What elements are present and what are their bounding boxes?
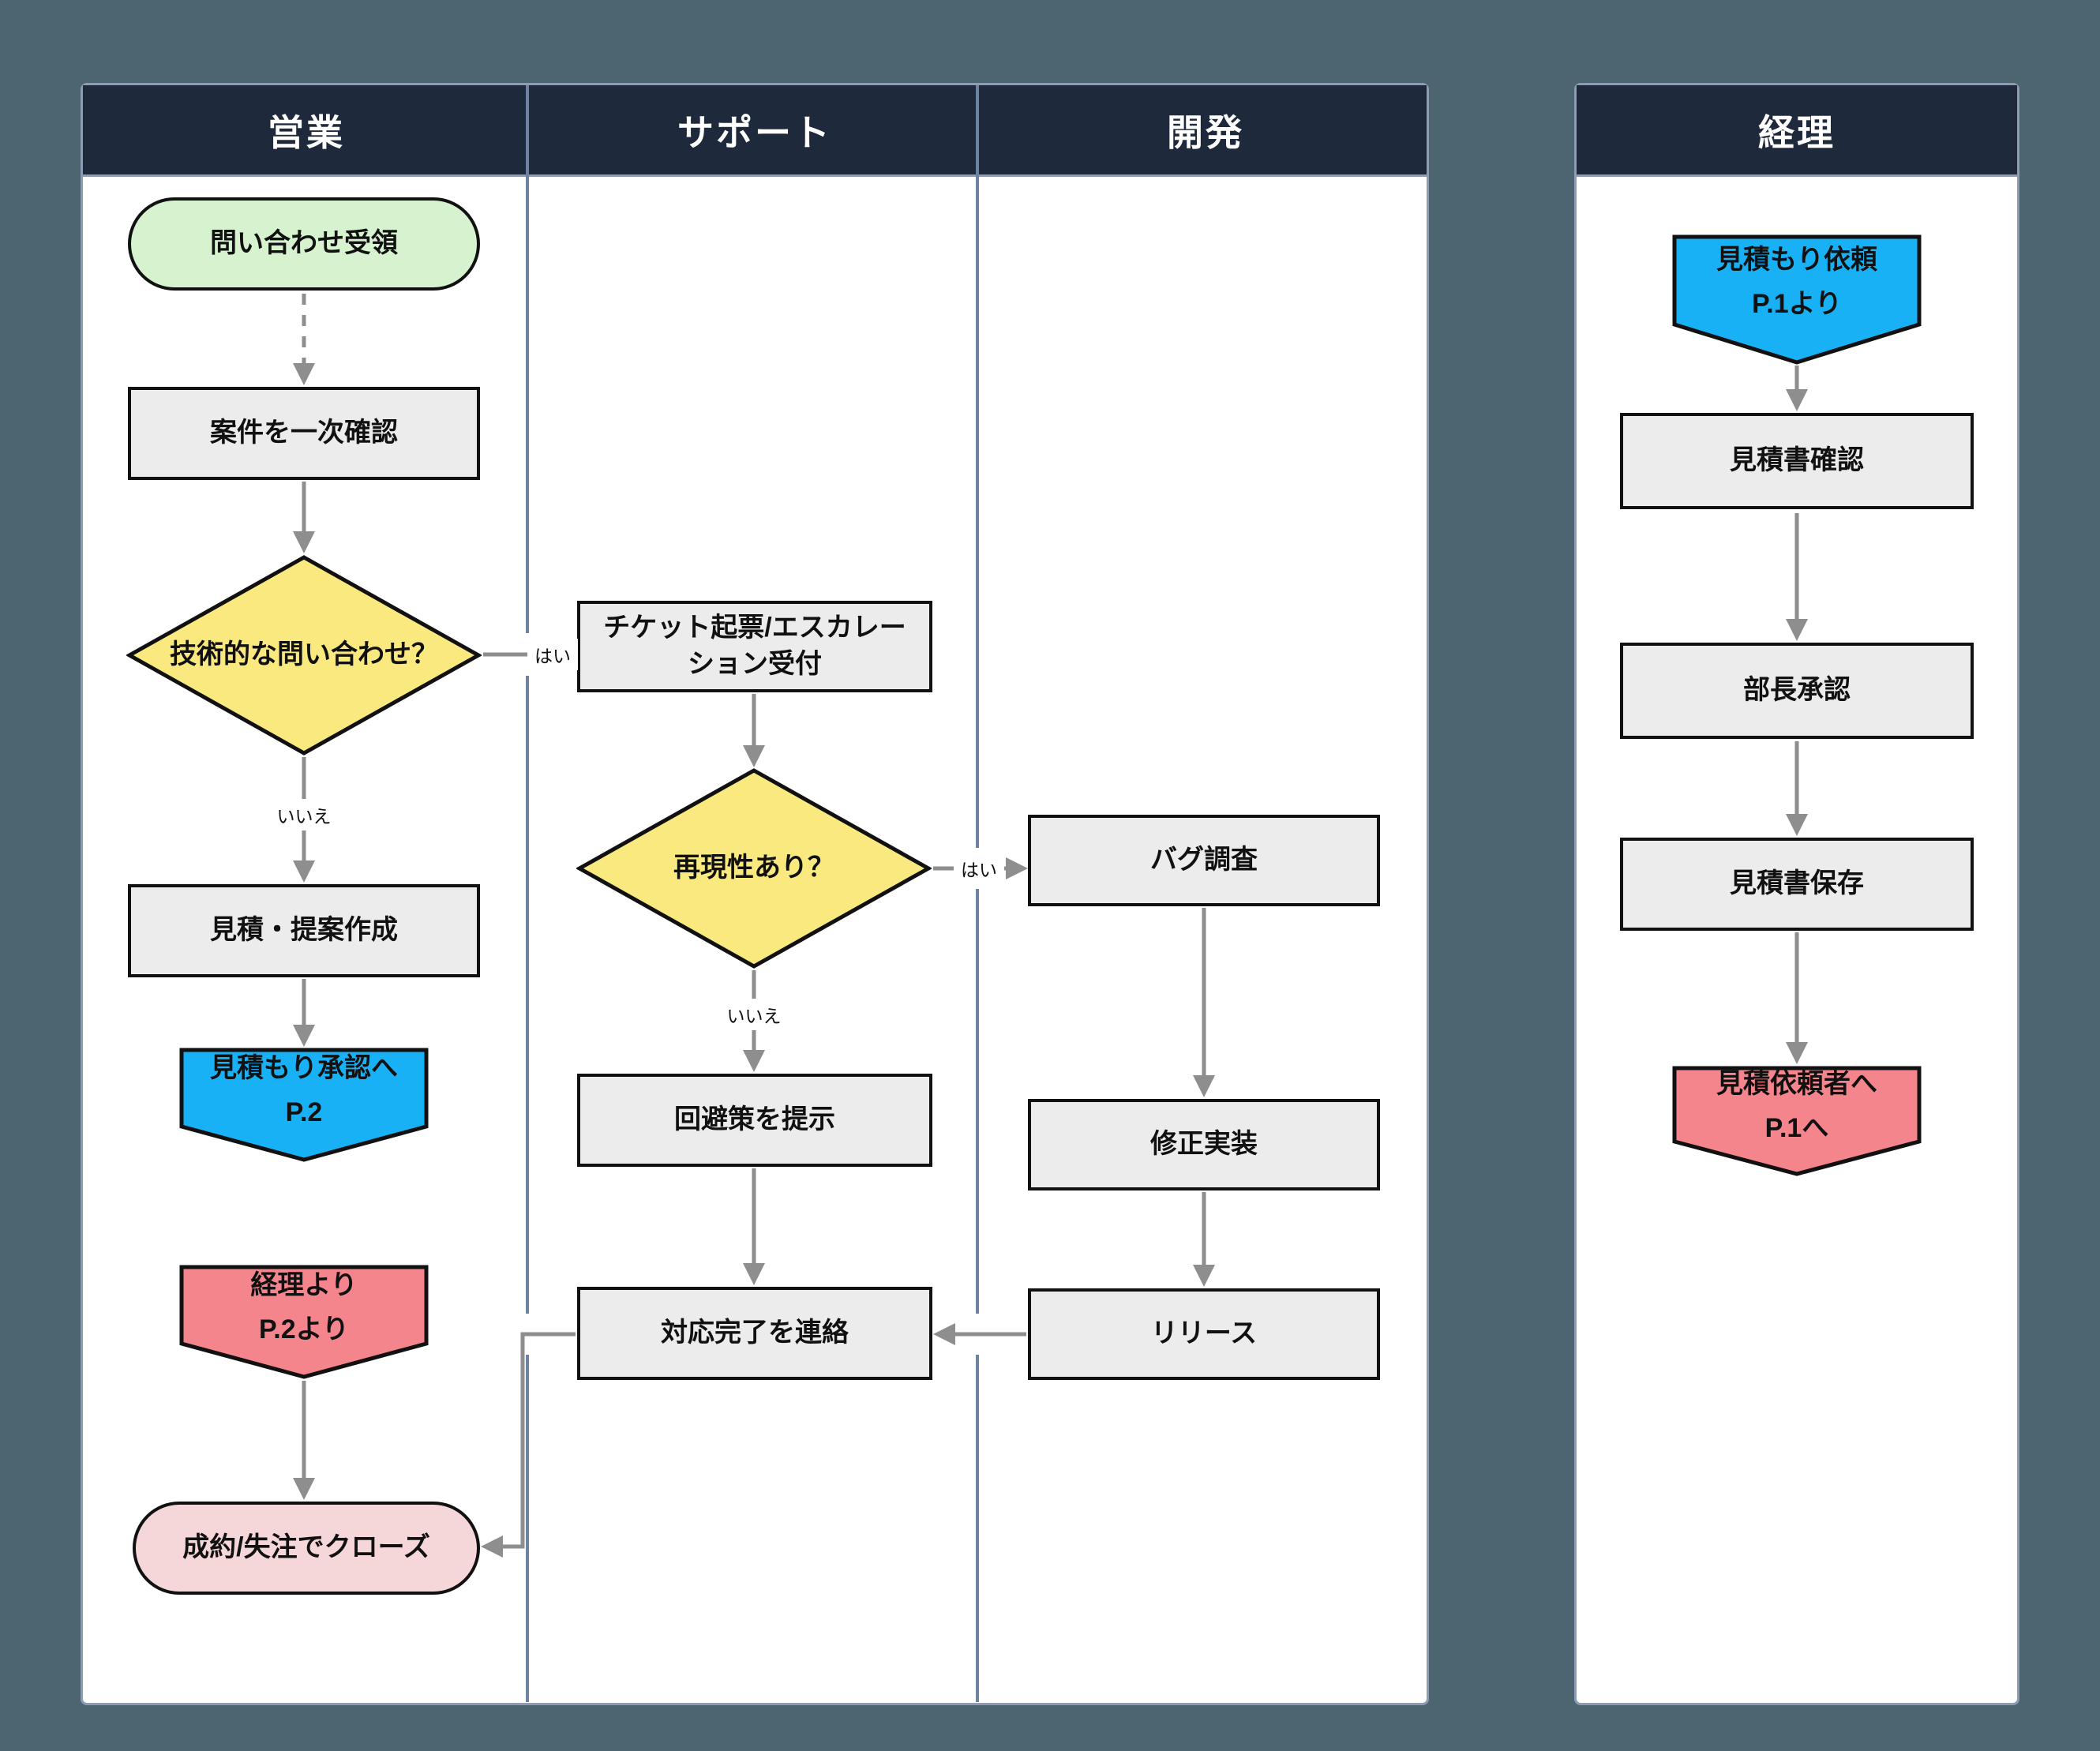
node-offpage-to-estimate-approval[interactable]: 見積もり承認へ P.2	[179, 1048, 429, 1162]
offpage-down-shape	[179, 1265, 429, 1379]
diamond-shape	[126, 555, 482, 756]
node-offpage-from-accounting[interactable]: 経理より P.2より	[179, 1265, 429, 1379]
offpage-down-shape	[1672, 1066, 1922, 1176]
edge-estimate-to-offpage	[293, 979, 315, 1047]
offpage-down-shape	[179, 1048, 429, 1162]
edge-approval-to-save	[1786, 741, 1808, 836]
node-reproducible-decision[interactable]: 再現性あり？	[576, 767, 932, 969]
lane-header-dev: 開発	[1167, 111, 1244, 153]
lane-header-row: 営業 サポート 開発	[83, 85, 1427, 177]
lane-header-row-accounting: 経理	[1577, 85, 2017, 177]
node-estimate-proposal[interactable]: 見積・提案作成	[128, 884, 480, 977]
edge-workaround-to-notify	[743, 1168, 765, 1285]
edge-fix-to-release	[1193, 1192, 1215, 1287]
node-initial-check[interactable]: 案件を一次確認	[128, 387, 480, 480]
edge-release-to-notify	[933, 1323, 1026, 1345]
offpage-down-shape	[1672, 234, 1922, 365]
node-manager-approval[interactable]: 部長承認	[1620, 643, 1974, 739]
node-release[interactable]: リリース	[1028, 1288, 1380, 1380]
node-offpage-estimate-request[interactable]: 見積もり依頼 P.1より	[1672, 234, 1922, 365]
edge-notify-to-close	[481, 1332, 576, 1558]
edge-check-to-approval	[1786, 513, 1808, 641]
lane-header-accounting: 経理	[1758, 111, 1836, 153]
node-bug-investigation[interactable]: バグ調査	[1028, 815, 1380, 906]
node-close-deal[interactable]: 成約/失注でクローズ	[133, 1502, 480, 1595]
node-workaround[interactable]: 回避策を提示	[577, 1074, 932, 1167]
node-ticket-escalation[interactable]: チケット起票/エスカレー ション受付	[577, 601, 932, 692]
edge-bug-to-fix	[1193, 908, 1215, 1097]
edge-label-technical-yes: はい	[527, 639, 578, 670]
lane-dividers	[526, 85, 979, 1702]
lane-header-sales: 営業	[268, 111, 345, 153]
edge-check-to-decision	[293, 482, 315, 553]
edge-label-repro-yes: はい	[954, 853, 1004, 884]
lane-header-support: サポート	[677, 111, 832, 153]
node-inquiry-received[interactable]: 問い合わせ受領	[128, 197, 480, 291]
edge-fromaccounting-to-close	[293, 1381, 315, 1500]
edge-label-technical-no: いいえ	[269, 799, 339, 831]
edge-save-to-requester	[1786, 932, 1808, 1064]
node-estimate-save[interactable]: 見積書保存	[1620, 838, 1974, 931]
node-offpage-to-requester[interactable]: 見積依頼者へ P.1へ	[1672, 1066, 1922, 1176]
diamond-shape	[576, 768, 932, 969]
edge-inquiry-to-check	[293, 294, 315, 385]
node-notify-completion[interactable]: 対応完了を連絡	[577, 1287, 932, 1380]
edge-ticket-to-repro	[743, 694, 765, 767]
edge-label-repro-no: いいえ	[719, 999, 789, 1030]
node-fix-implementation[interactable]: 修正実装	[1028, 1099, 1380, 1190]
node-estimate-check[interactable]: 見積書確認	[1620, 413, 1974, 509]
node-technical-inquiry-decision[interactable]: 技術的な問い合わせ？	[126, 554, 482, 756]
edge-request-to-check	[1786, 366, 1808, 411]
